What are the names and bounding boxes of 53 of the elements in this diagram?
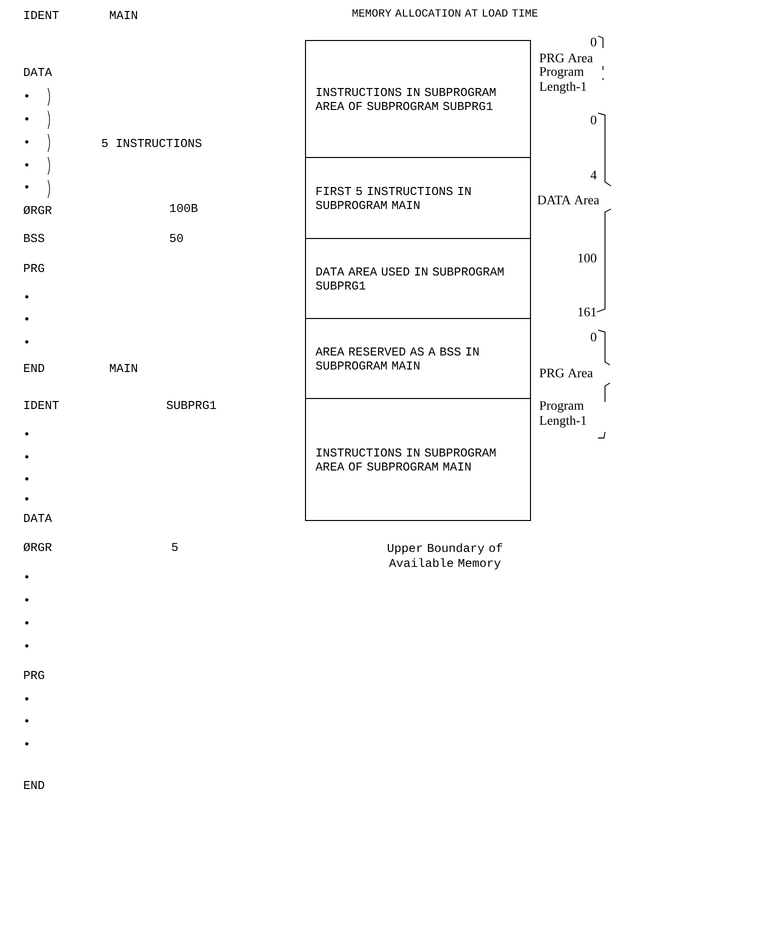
code-text: DATA — [24, 68, 52, 76]
code-text: • — [25, 140, 28, 144]
address-label: 0 — [590, 38, 596, 46]
code-text: END — [24, 364, 44, 372]
address-label: 0 — [590, 332, 596, 342]
code-text: 50 — [170, 234, 183, 242]
memory-block: INSTRUCTIONS IN SUBPROGRAM AREA OF SUBPROGRAM MAIN — [305, 398, 531, 521]
code-text: PRG — [24, 264, 44, 272]
code-text: DATA — [24, 514, 52, 522]
heading: MEMORY ALLOCATION AT LOAD TIME — [352, 9, 538, 17]
code-text: MAIN — [110, 11, 138, 19]
code-text: • — [25, 117, 28, 120]
code-text: PRG — [24, 670, 44, 680]
code-text: MAIN — [110, 364, 138, 372]
code-text: IDENT — [24, 11, 59, 19]
code-text: 5 INSTRUCTIONS — [102, 138, 202, 148]
code-text: • — [25, 697, 28, 700]
code-text: • — [25, 94, 28, 98]
code-text: • — [25, 497, 28, 500]
memory-block: INSTRUCTIONS IN SUBPROGRAM AREA OF SUBPROGRAM SUBPRG1 — [305, 40, 531, 158]
code-text: ØRGR — [24, 542, 52, 552]
code-text: END — [24, 781, 44, 789]
area-label: DATA Area — [538, 196, 600, 204]
code-text: • — [25, 295, 28, 298]
code-text: • — [25, 621, 28, 624]
memory-block: AREA RESERVED AS A BSS IN SUBPROGRAM MAIN — [305, 318, 531, 399]
code-text: SUBPRG1 — [166, 400, 216, 410]
code-text: ØRGR — [24, 206, 52, 214]
code-text: • — [25, 644, 28, 648]
code-text: 5 — [172, 543, 178, 551]
code-text: • — [25, 742, 28, 746]
code-text: • — [25, 598, 28, 602]
code-text: • — [25, 432, 28, 436]
code-text: • — [25, 477, 28, 480]
code-text: • — [25, 163, 28, 166]
address-label: 161 — [578, 308, 596, 316]
code-text: BSS — [24, 234, 44, 242]
code-text: • — [25, 317, 28, 320]
code-text: • — [25, 719, 28, 722]
memory-block: FIRST 5 INSTRUCTIONS IN SUBPROGRAM MAIN — [305, 157, 531, 239]
memory-block: DATA AREA USED IN SUBPROGRAM SUBPRG1 — [305, 238, 531, 319]
code-text: 100B — [170, 204, 198, 212]
code-text: • — [25, 340, 28, 344]
code-text: • — [25, 575, 28, 578]
address-label: 100 — [578, 254, 596, 262]
code-text: • — [25, 185, 28, 188]
address-label: 0 — [590, 116, 596, 124]
area-label: Program Length-1 — [540, 401, 586, 428]
caption: Upper Boundary of Available Memory — [388, 543, 502, 570]
code-text: • — [25, 455, 28, 458]
code-text: IDENT — [24, 401, 59, 409]
address-label: 4 — [590, 170, 597, 180]
area-label: PRG Area — [540, 368, 593, 378]
